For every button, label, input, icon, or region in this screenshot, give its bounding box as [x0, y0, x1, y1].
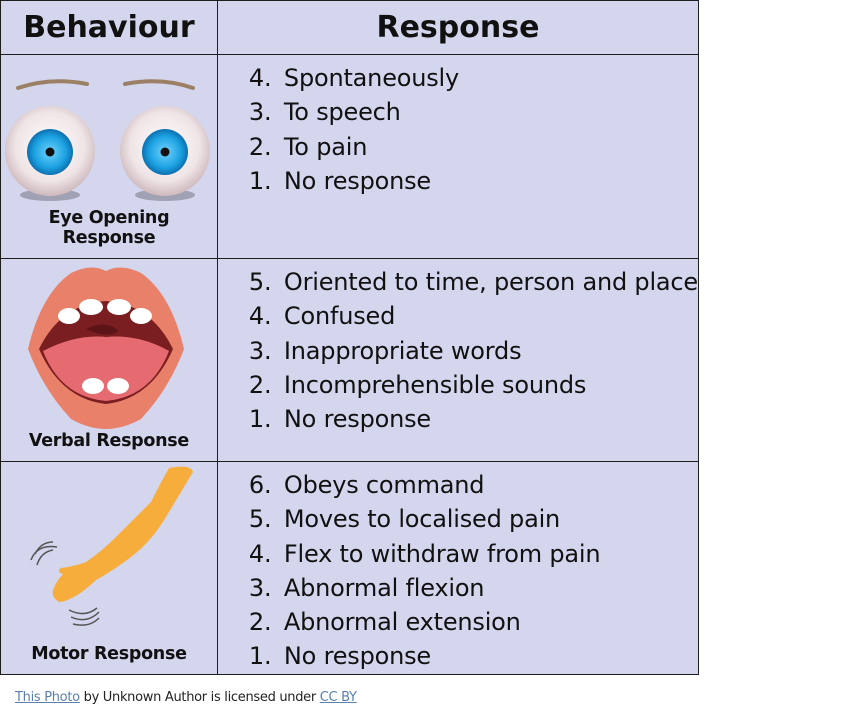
response-text: Confused [283, 302, 396, 331]
response-score: 4. [248, 302, 272, 331]
table-row: Verbal Response 5. Oriented to time, pers… [0, 258, 700, 462]
credit-text: by Unknown Author is licensed under [79, 690, 320, 705]
response-item: 5. Oriented to time, person and place [249, 265, 698, 299]
gcs-table: Behaviour Response [0, 0, 700, 675]
response-cell: 5. Oriented to time, person and place 4. C… [216, 258, 700, 462]
response-item: 2. Incomprehensible sounds [249, 368, 698, 402]
table-row: Eye Opening Response 4. Spontaneously 3. T… [0, 54, 700, 259]
open-mouth-icon [28, 267, 184, 429]
response-cell: 6. Obeys command 5. Moves to localised pai… [216, 461, 700, 675]
response-item: 6. Obeys command [249, 468, 698, 502]
response-item: 1. No response [249, 164, 698, 198]
response-text: No response [283, 405, 431, 434]
license-link[interactable]: CC BY [319, 690, 357, 705]
response-text: Incomprehensible sounds [283, 370, 587, 399]
response-text: No response [283, 166, 431, 195]
behaviour-cell: Eye Opening Response [0, 54, 218, 259]
response-text: Oriented to time, person and place [283, 268, 698, 296]
this-photo-link[interactable]: This Photo [15, 690, 80, 705]
response-item: 4. Flex to withdraw from pain [249, 537, 698, 571]
response-item: 1. No response [249, 402, 698, 436]
response-score: 2. [248, 608, 272, 637]
response-text: Inappropriate words [283, 336, 522, 365]
behaviour-cell: Verbal Response [0, 258, 218, 462]
response-item: 2. To pain [249, 130, 698, 164]
response-score: 6. [248, 471, 272, 499]
response-text: Abnormal flexion [283, 573, 485, 602]
header-behaviour: Behaviour [0, 0, 218, 55]
response-text: Moves to localised pain [283, 505, 561, 534]
response-score: 4. [248, 64, 272, 92]
response-cell: 4. Spontaneously 3. To speech 2. To pain 1.… [216, 54, 700, 259]
response-item: 4. Confused [249, 299, 698, 333]
response-score: 4. [248, 539, 272, 568]
response-score: 3. [248, 98, 272, 127]
behaviour-cell: Motor Response [0, 461, 218, 675]
eyes-icon [5, 79, 210, 201]
response-text: To pain [283, 132, 368, 161]
response-item: 3. Inappropriate words [249, 334, 698, 368]
response-score: 5. [248, 268, 272, 296]
response-score: 5. [248, 505, 272, 534]
response-score: 2. [248, 370, 272, 399]
response-score: 1. [248, 166, 272, 195]
response-item: 5. Moves to localised pain [249, 502, 698, 536]
response-item: 3. Abnormal flexion [249, 571, 698, 605]
response-text: Abnormal extension [283, 608, 521, 637]
response-item: 4. Spontaneously [249, 61, 698, 95]
response-text: To speech [283, 98, 401, 127]
photo-credit: This Photo by Unknown Author is licensed… [15, 690, 357, 705]
response-item: 2. Abnormal extension [249, 605, 698, 639]
response-item: 1. No response [249, 639, 698, 673]
header-row: Behaviour Response [0, 0, 700, 55]
behaviour-label: Verbal Response [28, 431, 189, 451]
response-list: 6. Obeys command 5. Moves to localised pai… [218, 462, 698, 674]
response-item: 3. To speech [249, 95, 698, 129]
response-score: 3. [248, 573, 272, 602]
moving-arm-icon [30, 466, 193, 626]
table-row: Motor Response 6. Obeys command 5. Moves t… [0, 461, 700, 675]
response-list: 4. Spontaneously 3. To speech 2. To pain 1.… [218, 55, 698, 198]
response-score: 1. [248, 642, 272, 671]
response-text: Spontaneously [283, 64, 460, 92]
response-score: 3. [248, 336, 272, 365]
response-text: Obeys command [283, 471, 485, 499]
header-response: Response [216, 0, 700, 55]
response-list: 5. Oriented to time, person and place 4. C… [218, 259, 698, 436]
response-text: No response [283, 642, 431, 671]
behaviour-label: Motor Response [31, 643, 187, 664]
behaviour-label: Eye Opening Response [48, 208, 170, 248]
response-score: 1. [248, 405, 272, 434]
response-score: 2. [248, 132, 272, 161]
response-text: Flex to withdraw from pain [283, 539, 601, 568]
